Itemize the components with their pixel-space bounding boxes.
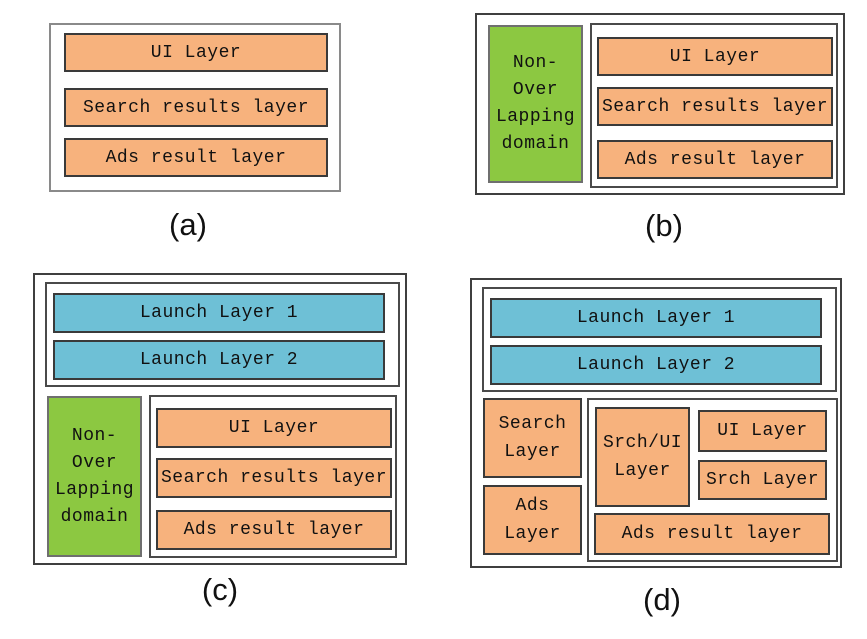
panel-c-ui-layer-box: UI Layer (156, 408, 392, 448)
panel-d-launch-layer-2-box: Launch Layer 2 (490, 345, 822, 385)
panel-d-ads-layer-box: Ads Layer (483, 485, 582, 555)
panel-d-ads-result-layer-box: Ads result layer (594, 513, 830, 555)
srch-ui-line: Layer (614, 461, 671, 481)
panel-b-label: (b) (645, 208, 683, 243)
domain-line: Lapping (54, 479, 135, 500)
panel-a-label: (a) (169, 207, 207, 242)
panel-d-label: (d) (643, 582, 681, 617)
ads-layer-line: Layer (504, 524, 561, 544)
panel-b-ads-result-layer-box: Ads result layer (597, 140, 833, 179)
domain-line: domain (501, 134, 570, 154)
domain-line: domain (60, 506, 129, 527)
panel-d-launch-group-box: Launch Layer 1 Launch Layer 2 (482, 287, 837, 392)
panel-d-outer-box: Launch Layer 1 Launch Layer 2 Search Lay… (470, 278, 842, 568)
panel-b-non-overlapping-domain-box: Non- Over Lapping domain (488, 25, 583, 183)
panel-a-ads-result-layer-box: Ads result layer (64, 138, 328, 177)
ads-layer-line: Ads (515, 496, 550, 516)
domain-line: Over (71, 452, 118, 473)
panel-a-ui-layer-box: UI Layer (64, 33, 328, 72)
panel-b-search-results-layer-box: Search results layer (597, 87, 833, 126)
panel-a-search-results-layer-box: Search results layer (64, 88, 328, 127)
panel-c-launch-group-box: Launch Layer 1 Launch Layer 2 (45, 282, 400, 387)
domain-line: Non- (512, 53, 559, 73)
panel-c-ads-result-layer-box: Ads result layer (156, 510, 392, 550)
search-layer-line: Search (498, 414, 567, 434)
domain-line: Over (512, 80, 559, 100)
panel-c-outer-box: Launch Layer 1 Launch Layer 2 Non- Over … (33, 273, 407, 565)
panel-d-ui-layer-box: UI Layer (698, 410, 827, 452)
panel-a-outer-box: UI Layer Search results layer Ads result… (49, 23, 341, 192)
panel-d-search-layer-box: Search Layer (483, 398, 582, 478)
panel-c-launch-layer-2-box: Launch Layer 2 (53, 340, 385, 380)
domain-line: Lapping (495, 107, 576, 127)
panel-d-layers-group-box: Srch/UI Layer UI Layer Srch Layer Ads re… (587, 398, 838, 562)
panel-b-ui-layer-box: UI Layer (597, 37, 833, 76)
panel-c-search-results-layer-box: Search results layer (156, 458, 392, 498)
srch-ui-line: Srch/UI (602, 433, 683, 453)
search-layer-line: Layer (504, 442, 561, 462)
domain-line: Non- (71, 425, 118, 446)
panel-c-launch-layer-1-box: Launch Layer 1 (53, 293, 385, 333)
panel-c-layers-group-box: UI Layer Search results layer Ads result… (149, 395, 397, 558)
panel-c-label: (c) (201, 572, 239, 607)
panel-b-outer-box: Non- Over Lapping domain UI Layer Search… (475, 13, 845, 195)
panel-c-non-overlapping-domain-box: Non- Over Lapping domain (47, 396, 142, 557)
panel-d-srch-ui-layer-box: Srch/UI Layer (595, 407, 690, 507)
panel-d-srch-layer-box: Srch Layer (698, 460, 827, 500)
panel-b-layers-group-box: UI Layer Search results layer Ads result… (590, 23, 838, 188)
panel-d-launch-layer-1-box: Launch Layer 1 (490, 298, 822, 338)
